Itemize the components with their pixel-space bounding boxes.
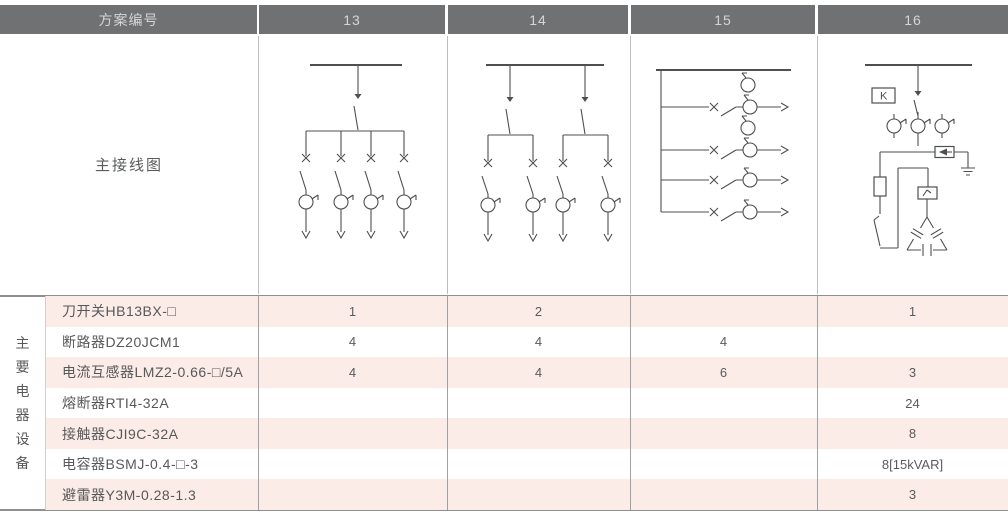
qty-scheme-13: 1	[348, 303, 357, 319]
qty-scheme-16: 8[15kVAR]	[881, 456, 944, 472]
qty-scheme-16: 3	[908, 364, 917, 380]
table-row: 刀开关HB13BX-□ 1 2 1	[0, 296, 1008, 327]
equipment-name: 断路器DZ20JCM1	[62, 333, 181, 350]
qty-scheme-14: 4	[534, 364, 543, 380]
ground-symbol	[961, 167, 975, 176]
scheme-number-16: 16	[904, 11, 922, 28]
qty-scheme-13	[258, 479, 447, 510]
column-divider	[630, 36, 631, 294]
scheme-number-15: 15	[714, 11, 732, 28]
scheme-13-diagram	[298, 64, 417, 240]
equipment-name: 接触器CJI9C-32A	[62, 425, 179, 442]
metering-box	[871, 87, 896, 104]
qty-scheme-16: 1	[908, 303, 917, 319]
header-cell-scheme-16: 16	[818, 5, 1008, 34]
table-row: 电流互感器LMZ2-0.66-□/5A 4 4 6 3	[0, 357, 1008, 388]
column-divider	[817, 36, 818, 294]
header-cell-scheme-13: 13	[259, 5, 445, 34]
qty-scheme-13	[258, 418, 447, 449]
qty-scheme-14: 2	[534, 303, 543, 319]
qty-scheme-14	[447, 388, 630, 419]
qty-scheme-15	[630, 479, 817, 510]
qty-scheme-14: 4	[534, 334, 543, 350]
header-cell-scheme-number: 方案编号	[0, 5, 257, 34]
header-cell-scheme-14: 14	[448, 5, 628, 34]
grid-line	[817, 296, 818, 510]
qty-scheme-13: 4	[348, 364, 357, 380]
table-row: 电容器BSMJ-0.4-□-3 8[15kVAR]	[0, 448, 1008, 480]
table-row: 避雷器Y3M-0.28-1.3 3	[0, 479, 1008, 511]
grid-line	[258, 296, 259, 510]
qty-scheme-14	[447, 418, 630, 449]
qty-scheme-16	[817, 327, 1008, 358]
qty-scheme-13	[258, 388, 447, 419]
table-row: 接触器CJI9C-32A 8	[0, 418, 1008, 449]
scheme-14-diagram	[480, 64, 621, 243]
equipment-table: 刀开关HB13BX-□ 1 2 1 断路器DZ20JCM1 4 4 4 电流互感…	[0, 296, 1008, 511]
equipment-name: 电流互感器LMZ2-0.66-□/5A	[62, 364, 244, 381]
qty-scheme-15	[630, 418, 817, 449]
main-wiring-diagram-label: 主接线图	[94, 157, 163, 174]
qty-scheme-14	[447, 479, 630, 510]
contactor-symbol	[917, 186, 938, 200]
scheme-16-diagram: K	[865, 64, 975, 256]
scheme-15-diagram	[656, 69, 791, 222]
qty-scheme-15: 4	[719, 334, 728, 350]
qty-scheme-13: 4	[348, 334, 357, 350]
fuse-symbol	[873, 176, 887, 197]
qty-scheme-15	[630, 296, 817, 327]
qty-scheme-15	[630, 388, 817, 419]
qty-scheme-16: 3	[908, 487, 917, 503]
header-label: 方案编号	[98, 11, 159, 28]
equipment-name: 电容器BSMJ-0.4-□-3	[62, 456, 199, 473]
scheme-number-13: 13	[343, 11, 361, 28]
divider-line	[0, 294, 1008, 297]
metering-box-label: K	[880, 91, 888, 103]
surge-arrester	[934, 145, 955, 159]
capacitor-delta-bank	[906, 216, 948, 256]
scheme-number-14: 14	[529, 11, 547, 28]
equipment-name: 熔断器RTI4-32A	[62, 395, 170, 412]
equipment-name: 避雷器Y3M-0.28-1.3	[62, 486, 197, 503]
equipment-name: 刀开关HB13BX-□	[62, 303, 177, 320]
qty-scheme-15	[630, 449, 817, 480]
table-row: 断路器DZ20JCM1 4 4 4	[0, 326, 1008, 358]
qty-scheme-14	[447, 449, 630, 480]
header-cell-scheme-15: 15	[631, 5, 815, 34]
qty-scheme-16: 8	[908, 426, 917, 442]
grid-line	[45, 296, 46, 510]
qty-scheme-16: 24	[905, 395, 920, 411]
column-divider	[447, 36, 448, 294]
qty-scheme-15: 6	[719, 364, 728, 380]
column-divider	[258, 36, 259, 294]
table-row: 熔断器RTI4-32A 24	[0, 387, 1008, 419]
qty-scheme-13	[258, 449, 447, 480]
grid-line	[447, 296, 448, 510]
equipment-group-label: 主 要 电 器 设 备	[15, 335, 30, 471]
grid-line	[630, 296, 631, 510]
